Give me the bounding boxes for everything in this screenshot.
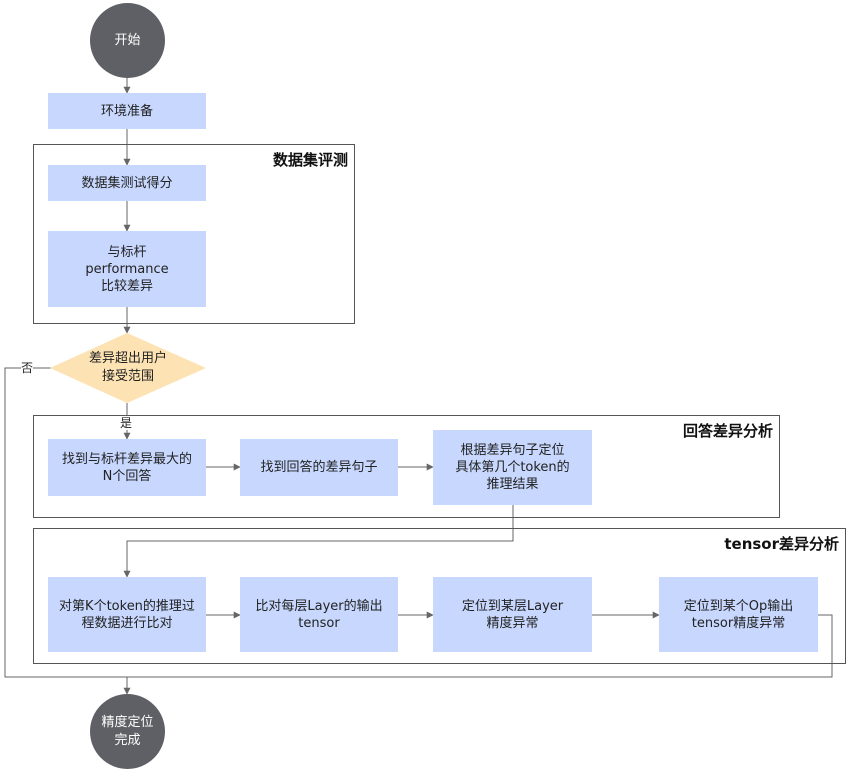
step-find-top-n: 找到与标杆差异最大的 N个回答 — [48, 439, 206, 496]
step-compare-token: 对第K个token的推理过 程数据进行比对 — [48, 577, 206, 652]
decision-diamond — [50, 333, 206, 403]
step-label: 找到与标杆差异最大的 N个回答 — [61, 451, 192, 484]
start-node: 开始 — [90, 3, 165, 78]
step-label: 数据集测试得分 — [81, 175, 173, 191]
end-node: 精度定位 完成 — [90, 694, 165, 769]
edge-op-end — [123, 614, 833, 695]
group-tensor-diff: tensor差异分析 — [33, 528, 846, 664]
group-title: 回答差异分析 — [682, 422, 773, 440]
step-label: 与标杆 performance 比较差异 — [85, 244, 169, 294]
group-dataset-eval: 数据集评测 — [33, 144, 355, 324]
step-label: 定位到某层Layer 精度异常 — [461, 598, 564, 631]
step-locate-token: 根据差异句子定位 具体第几个token的 推理结果 — [433, 430, 592, 505]
group-title: tensor差异分析 — [724, 535, 839, 553]
step-compare-layer: 比对每层Layer的输出 tensor — [240, 577, 398, 652]
step-dataset-score: 数据集测试得分 — [48, 165, 206, 201]
end-label: 精度定位 完成 — [101, 714, 154, 748]
start-label: 开始 — [114, 32, 141, 48]
step-compare-baseline: 与标杆 performance 比较差异 — [48, 231, 206, 307]
step-label: 比对每层Layer的输出 tensor — [255, 598, 383, 631]
step-label: 根据差异句子定位 具体第几个token的 推理结果 — [455, 443, 570, 492]
group-answer-diff: 回答差异分析 — [33, 415, 780, 518]
decision-label: 差异超出用户 接受范围 — [88, 351, 167, 384]
step-label: 找到回答的差异句子 — [260, 460, 378, 475]
decision-node: 差异超出用户 接受范围 — [50, 333, 206, 403]
step-locate-layer: 定位到某层Layer 精度异常 — [433, 577, 592, 652]
edge-label-yes: 是 — [120, 416, 133, 430]
step-locate-op: 定位到某个Op输出 tensor精度异常 — [659, 577, 818, 652]
step-find-sentence: 找到回答的差异句子 — [240, 439, 398, 496]
step-label: 定位到某个Op输出 tensor精度异常 — [683, 598, 794, 631]
step-label: 环境准备 — [100, 103, 153, 119]
step-label: 对第K个token的推理过 程数据进行比对 — [59, 598, 195, 631]
group-title: 数据集评测 — [272, 151, 348, 169]
edge-label-no: 否 — [21, 361, 34, 375]
edge-token-compare — [123, 505, 514, 578]
step-env-prep: 环境准备 — [48, 93, 206, 129]
